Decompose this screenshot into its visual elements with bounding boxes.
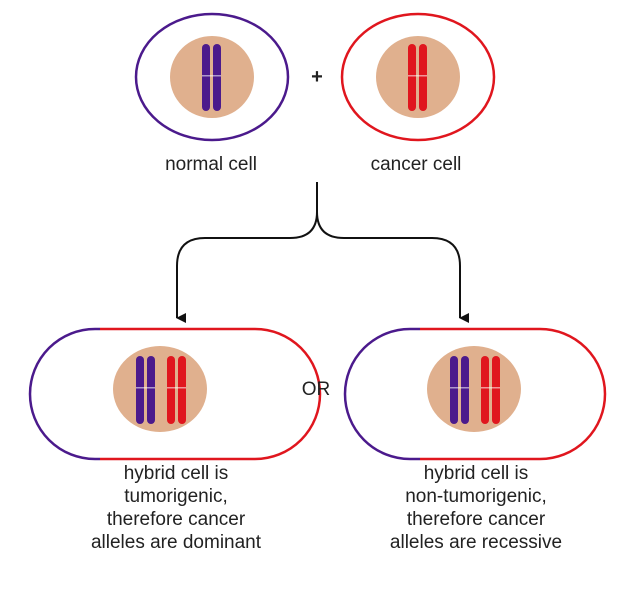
caption-right-line-2: non-tumorigenic,	[405, 486, 547, 507]
plus-sign: +	[311, 66, 323, 88]
chromosome-pair-normal	[202, 44, 221, 111]
caption-right-line-3: therefore cancer	[406, 509, 546, 530]
normal-cell-label: normal cell	[165, 154, 257, 175]
chromosome-pair-cancer	[408, 44, 427, 111]
caption-left-line-4: alleles are dominant	[90, 532, 262, 553]
hybrid-cell-left	[28, 327, 322, 461]
caption-left-line-2: tumorigenic,	[124, 486, 228, 507]
chromosomes-hybrid-right	[450, 356, 500, 424]
fusion-arrow-left	[176, 237, 290, 323]
chromosomes-hybrid-left	[136, 356, 186, 424]
caption-right-line-4: alleles are recessive	[389, 532, 563, 553]
fusion-stem	[289, 182, 318, 239]
caption-tumorigenic: hybrid cell is tumorigenic, therefore ca…	[60, 462, 292, 554]
cancer-cell-label: cancer cell	[371, 154, 462, 175]
or-label: OR	[302, 379, 331, 400]
centromere-marks	[136, 75, 500, 389]
caption-left-line-1: hybrid cell is	[123, 463, 229, 484]
caption-right-line-1: hybrid cell is	[423, 463, 529, 484]
caption-non-tumorigenic: hybrid cell is non-tumorigenic, therefor…	[360, 462, 592, 554]
hybrid-cell-right	[343, 327, 607, 461]
fusion-arrow-right	[316, 211, 469, 323]
fusion-arrows	[176, 182, 469, 323]
caption-left-line-3: therefore cancer	[106, 509, 246, 530]
normal-cell	[134, 12, 290, 142]
cancer-cell	[340, 12, 496, 142]
